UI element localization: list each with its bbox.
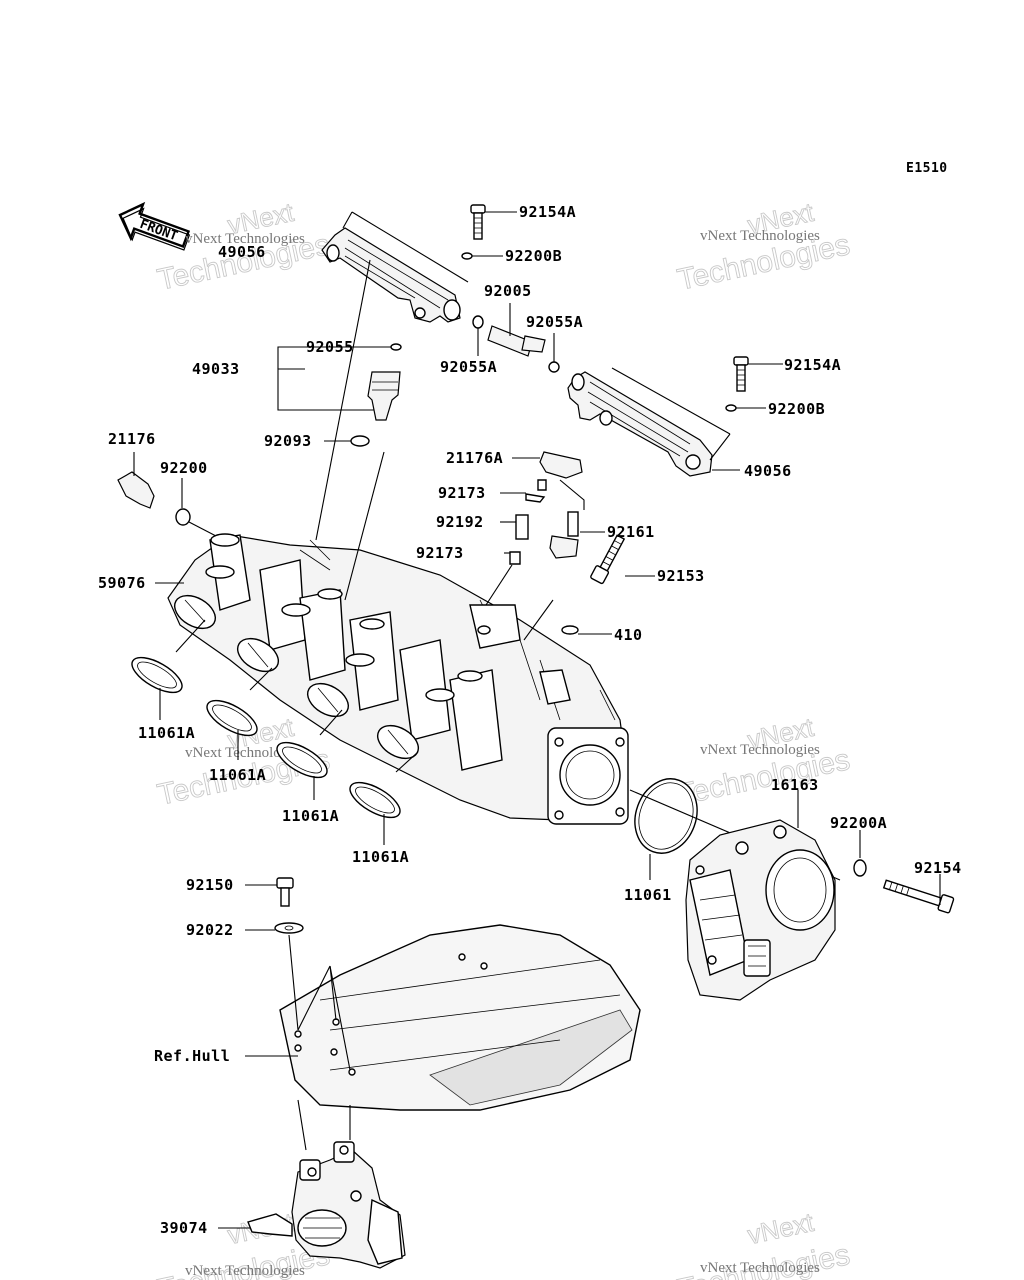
temperature-sensor xyxy=(117,471,191,526)
fuel-rail-left xyxy=(321,227,461,323)
o-ring xyxy=(349,781,401,819)
throttle-body xyxy=(685,819,836,1001)
part-label-92192: 92192 xyxy=(436,513,484,531)
part-label-11061A: 11061A xyxy=(282,807,339,825)
part-label-11061: 11061 xyxy=(624,886,672,904)
bolt xyxy=(549,511,579,559)
part-label-92200A: 92200A xyxy=(830,814,887,832)
part-label-92173: 92173 xyxy=(416,544,464,562)
washer xyxy=(853,859,867,877)
o-ring xyxy=(276,741,328,779)
throttle-actuator xyxy=(247,1141,406,1269)
bolt xyxy=(882,879,955,914)
part-label-92150: 92150 xyxy=(186,876,234,894)
o-ring xyxy=(390,343,402,351)
o-ring xyxy=(131,656,183,694)
fuel-joint xyxy=(472,315,560,373)
gasket-ring xyxy=(634,778,698,854)
part-label-92154: 92154 xyxy=(914,859,962,877)
part-label-39074: 39074 xyxy=(160,1219,208,1237)
o-ring xyxy=(206,699,258,737)
diagram-code: E1510 xyxy=(906,161,948,176)
part-label-92055: 92055 xyxy=(306,338,354,356)
part-label-92173: 92173 xyxy=(438,484,486,502)
part-label-21176: 21176 xyxy=(108,430,156,448)
part-label-92154A: 92154A xyxy=(519,203,576,221)
watermark-caption: vNext Technologies xyxy=(185,745,305,761)
intake-manifold xyxy=(167,533,629,825)
pressure-sensor xyxy=(509,451,583,565)
part-label-21176A: 21176A xyxy=(446,449,503,467)
part-label-49056: 49056 xyxy=(744,462,792,480)
part-label-59076: 59076 xyxy=(98,574,146,592)
part-label-92200B: 92200B xyxy=(768,400,825,418)
part-label-92154A: 92154A xyxy=(784,356,841,374)
bolt xyxy=(733,356,749,392)
watermark-caption: vNext Technologies xyxy=(185,231,305,247)
bolt xyxy=(276,877,294,907)
part-label-ref-hull: Ref.Hull xyxy=(154,1047,230,1065)
watermark-caption: vNext Technologies xyxy=(185,1263,305,1279)
part-label-92093: 92093 xyxy=(264,432,312,450)
watermark-caption: vNext Technologies xyxy=(700,228,820,244)
part-label-92055A: 92055A xyxy=(440,358,497,376)
part-label-92200: 92200 xyxy=(160,459,208,477)
part-label-92055A: 92055A xyxy=(526,313,583,331)
part-label-16163: 16163 xyxy=(771,776,819,794)
part-label-92005: 92005 xyxy=(484,282,532,300)
bolt xyxy=(590,534,626,585)
washer xyxy=(725,404,737,412)
part-label-92153: 92153 xyxy=(657,567,705,585)
watermark-caption: vNext Technologies xyxy=(700,1260,820,1276)
part-label-92022: 92022 xyxy=(186,921,234,939)
part-label-49033: 49033 xyxy=(192,360,240,378)
part-label-49056: 49056 xyxy=(218,243,266,261)
bolt xyxy=(470,204,486,240)
front-arrow-icon: FRONT xyxy=(118,201,191,251)
part-label-410: 410 xyxy=(614,626,643,644)
part-label-11061A: 11061A xyxy=(352,848,409,866)
svg-text:vNext: vNext xyxy=(745,1207,817,1250)
part-label-11061A: 11061A xyxy=(209,766,266,784)
washer xyxy=(561,625,579,635)
part-label-92161: 92161 xyxy=(607,523,655,541)
hull xyxy=(279,924,641,1111)
part-label-11061A: 11061A xyxy=(138,724,195,742)
part-label-92200B: 92200B xyxy=(505,247,562,265)
washer xyxy=(274,922,304,934)
fuel-rail-right xyxy=(567,371,713,477)
fuel-injector xyxy=(350,371,401,447)
watermark-caption: vNext Technologies xyxy=(700,742,820,758)
washer xyxy=(461,252,473,260)
